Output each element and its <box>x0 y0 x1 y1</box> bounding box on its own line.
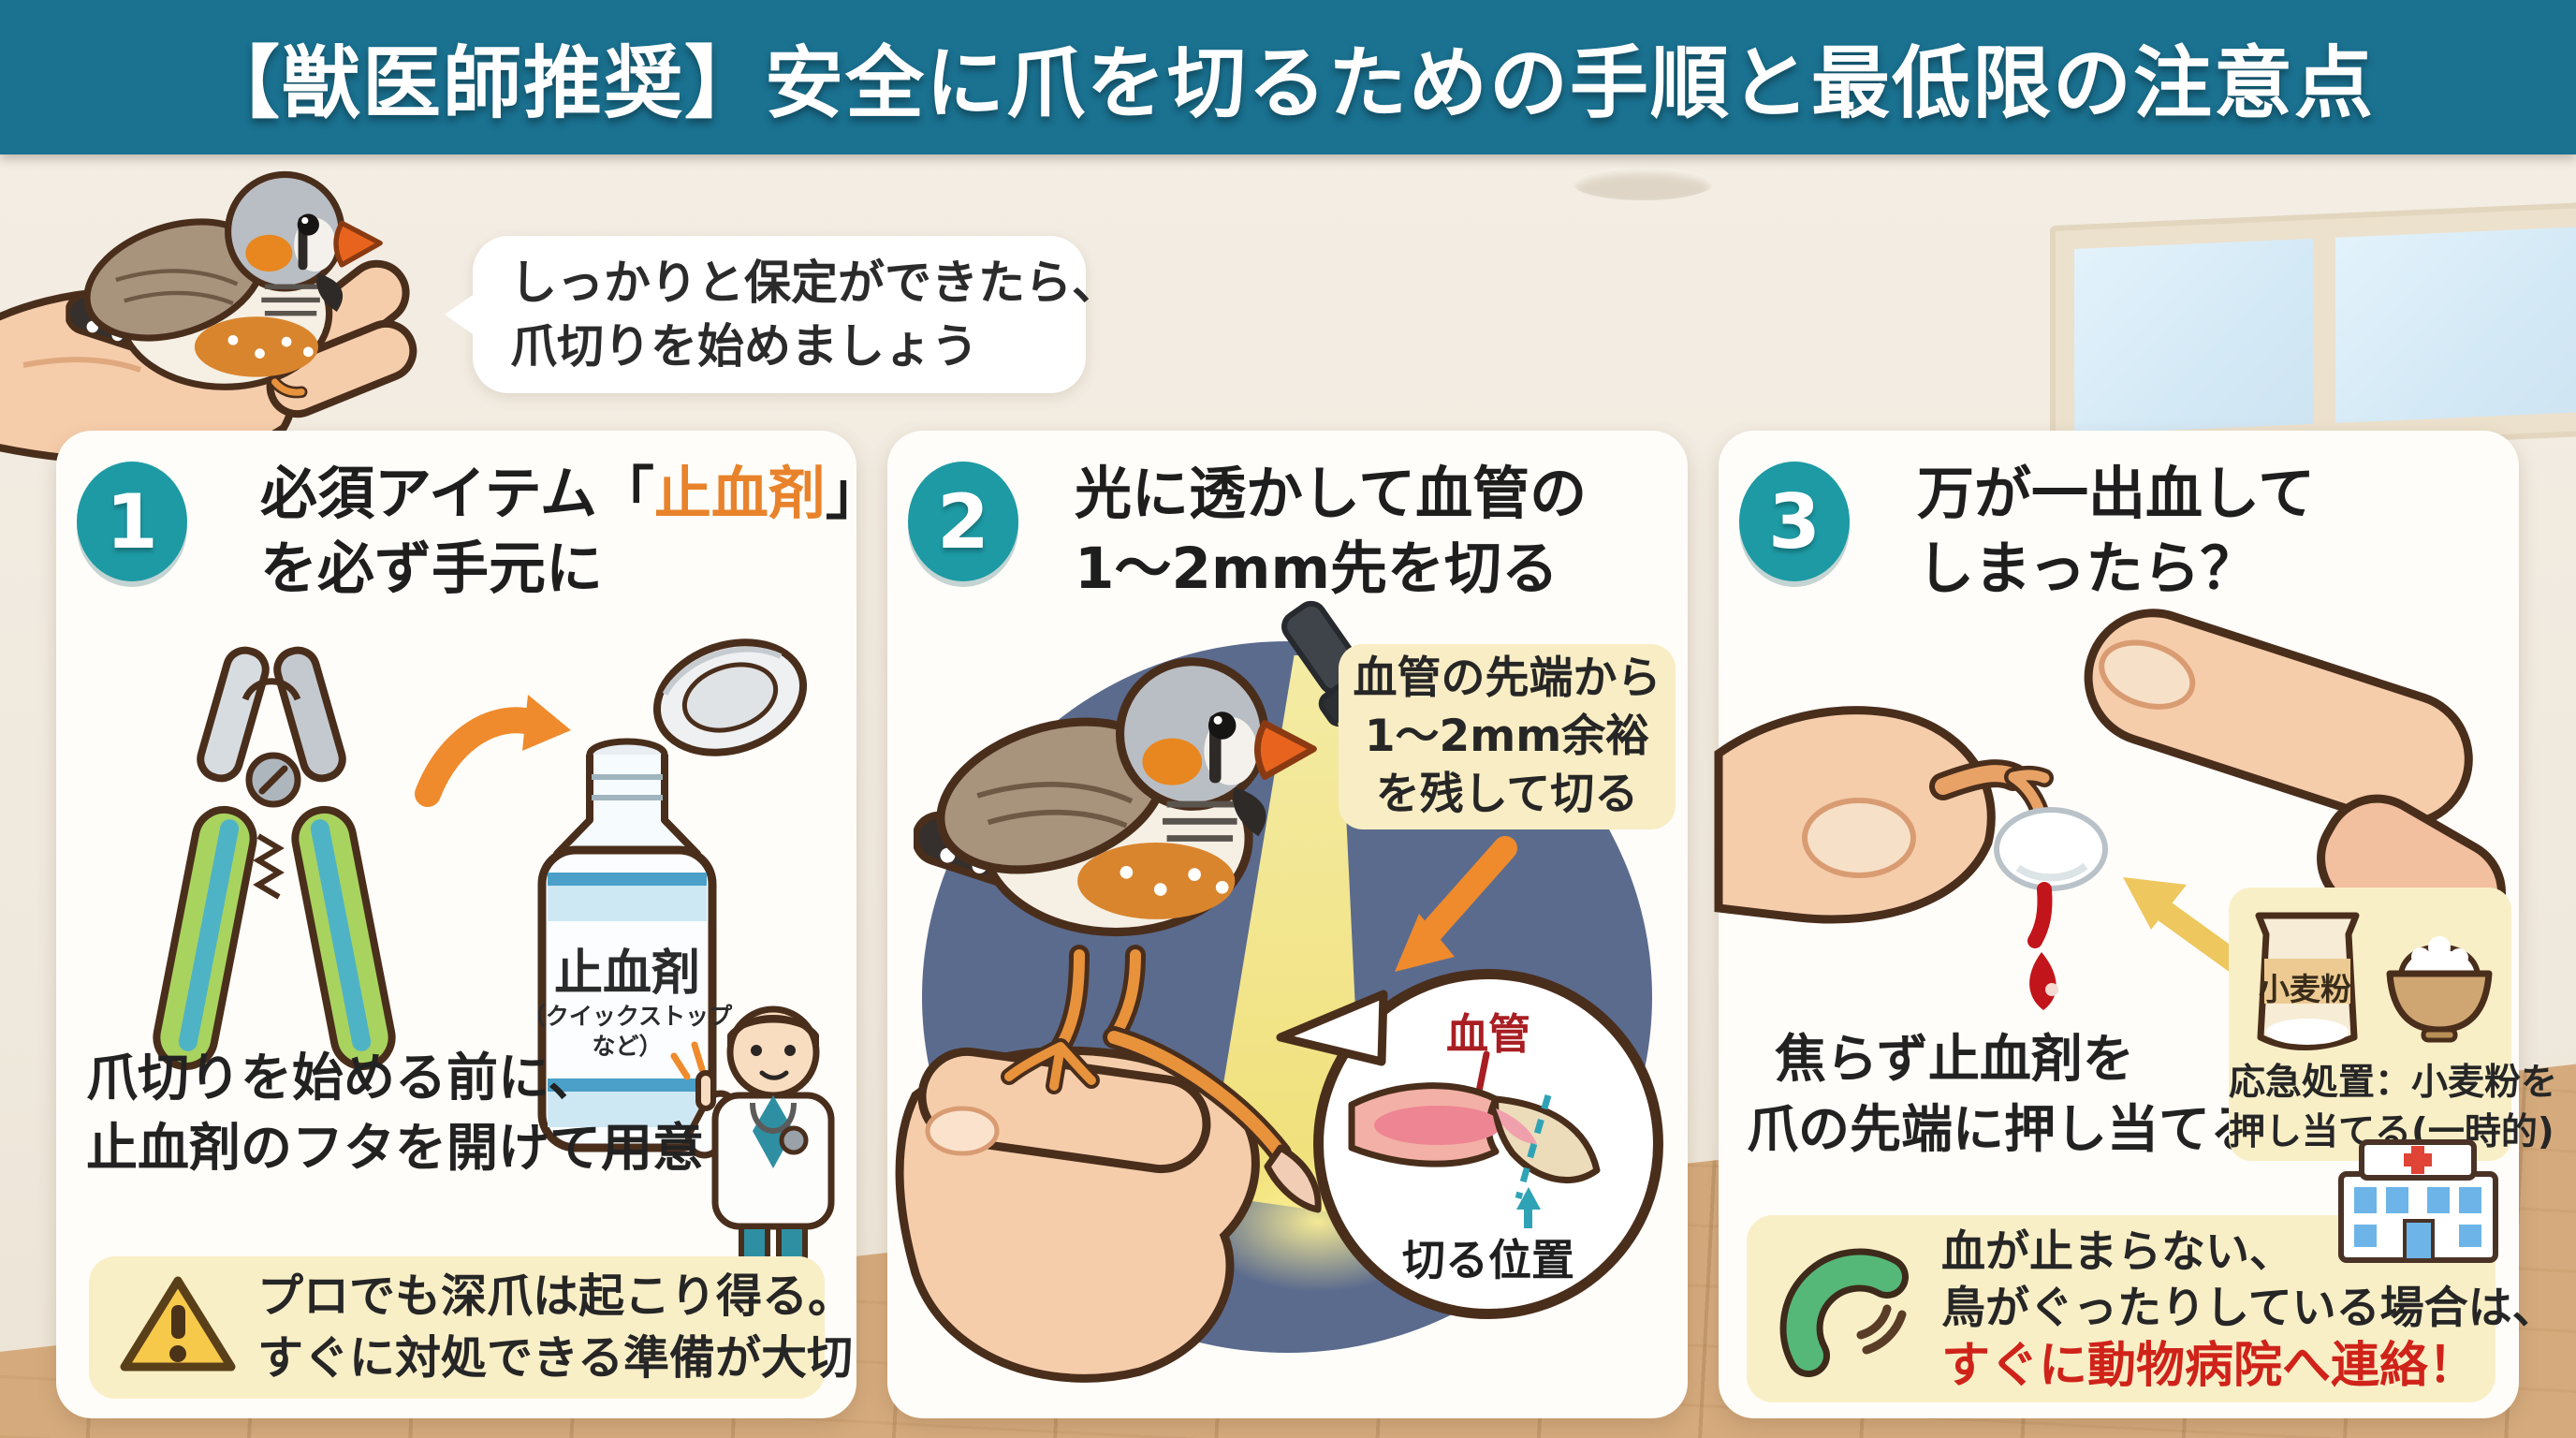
claw-diagram <box>1348 1050 1601 1228</box>
step2-callout-line: を残して切る <box>1375 769 1639 820</box>
step3-heading-line1: 万が一出血して <box>1917 461 2316 527</box>
emergency-line: 血が止まらない、 <box>1941 1226 2293 1278</box>
step1-warning-line: すぐに対処できる準備が大切 <box>257 1331 854 1385</box>
hemostatic-bottle-illustration <box>537 738 717 1152</box>
step2-heading: 光に透かして血管の 1〜2mm先を切る <box>1075 457 1587 607</box>
inset-tail <box>1276 990 1388 1066</box>
curved-arrow-icon <box>415 695 571 807</box>
page-title: 【獣医師推奨】安全に爪を切るための手順と最低限の注意点 <box>200 37 2375 129</box>
step3-number: 3 <box>1768 477 1821 565</box>
step2-number: 2 <box>937 477 989 565</box>
nail-clipper-illustration <box>153 646 396 1071</box>
bottle-label-title: 止血剤 <box>553 946 700 1002</box>
phone-icon <box>1779 1248 1909 1377</box>
bottle-label-sub: （クイックストップ <box>521 1003 733 1030</box>
holding-hand-illustration <box>895 945 1322 1383</box>
step1-number-badge: 1 <box>77 462 187 581</box>
step2-callout-box: 血管の先端から 1〜2mm余裕 を残して切る <box>1339 644 1676 829</box>
step3-number-badge: 3 <box>1739 462 1850 581</box>
first-aid-scene <box>1714 609 2506 1020</box>
speech-bubble-tail <box>445 288 482 341</box>
ceiling-light <box>1573 167 1713 200</box>
step3-heading: 万が一出血して しまったら？ <box>1917 457 2315 607</box>
step3-note-line: 爪の先端に押し当てる <box>1747 1099 2262 1159</box>
hospital-icon <box>2338 1139 2498 1263</box>
room-window <box>2050 200 2576 461</box>
step1-heading-line1: 必須アイテム「止血剤」 <box>260 461 883 527</box>
flour-bag-label: 小麦粉 <box>2259 971 2351 1007</box>
claw-zoom-inset: 血管 切る位置 <box>1313 969 1663 1319</box>
speech-bubble: しっかりと保定ができたら、 爪切りを始めましょう <box>445 236 1119 393</box>
bottle-label: 止血剤 （クイックストップ など） <box>496 946 758 1062</box>
step2-heading-line1: 光に透かして血管の <box>1075 461 1588 527</box>
intro-bird-illustration <box>66 154 384 399</box>
step1-heading: 必須アイテム「止血剤」 を必ず手元に <box>260 457 883 607</box>
step1-warning-line: プロでも深爪は起こり得る。 <box>257 1269 855 1323</box>
emergency-line-red: すぐに動物病院へ連絡！ <box>1941 1338 2478 1394</box>
title-bar: 【獣医師推奨】安全に爪を切るための手順と最低限の注意点 <box>0 0 2576 154</box>
flour-bag-icon <box>2255 912 2360 1050</box>
step1-note-line: 爪切りを始める前に、 <box>86 1048 600 1108</box>
step3-heading-line2: しまったら？ <box>1917 536 2258 602</box>
bottle-label-sub: など） <box>592 1033 663 1060</box>
step2-callout-line: 1〜2mm余裕 <box>1364 711 1650 762</box>
step2-callout-line: 血管の先端から <box>1353 653 1661 704</box>
cut-position-label: 切る位置 <box>1402 1235 1574 1285</box>
step3-emergency-box: 血が止まらない、 鳥がぐったりしている場合は、 すぐに動物病院へ連絡！ <box>1747 1215 2556 1402</box>
step3-note-line: 焦らず止血剤を <box>1775 1029 2134 1089</box>
step2-bird-illustration <box>914 629 1318 962</box>
flour-first-aid-box: 小麦粉 応急処置：小麦粉を 押し当てる(一時的) <box>2229 888 2558 1161</box>
step1-heading-line2: を必ず手元に <box>260 536 604 602</box>
step2-card: 2 光に透かして血管の 1〜2mm先を切る <box>887 431 1688 1418</box>
step1-card: 1 必須アイテム「止血剤」 を必ず手元に <box>56 431 883 1418</box>
step1-number: 1 <box>106 477 158 565</box>
step3-card: 3 万が一出血して しまったら？ <box>1714 431 2558 1418</box>
speech-bubble-line: 爪切りを始めましょう <box>510 319 978 374</box>
flour-bowl-icon <box>2386 936 2493 1043</box>
step2-heading-line2: 1〜2mm先を切る <box>1075 536 1559 602</box>
flour-note-line: 応急処置：小麦粉を <box>2229 1062 2558 1104</box>
step2-number-badge: 2 <box>908 462 1018 581</box>
doctor-mascot <box>670 1005 835 1265</box>
window-pane-left <box>2074 238 2313 434</box>
hemostatic-highlight: 止血剤 <box>653 461 826 527</box>
bottle-cap-illustration <box>652 638 808 756</box>
window-pane-right <box>2335 227 2576 423</box>
warning-triangle-icon <box>120 1276 236 1372</box>
speech-bubble-line: しっかりと保定ができたら、 <box>510 256 1119 310</box>
step1-note-line: 止血剤のフタを開けて用意 <box>86 1118 705 1178</box>
callout-arrow-icon <box>1395 836 1517 972</box>
vessel-label: 血管 <box>1445 1009 1530 1059</box>
step1-warning-box: プロでも深爪は起こり得る。 すぐに対処できる準備が大切 <box>89 1256 854 1399</box>
emergency-line: 鳥がぐったりしている場合は、 <box>1941 1283 2556 1334</box>
